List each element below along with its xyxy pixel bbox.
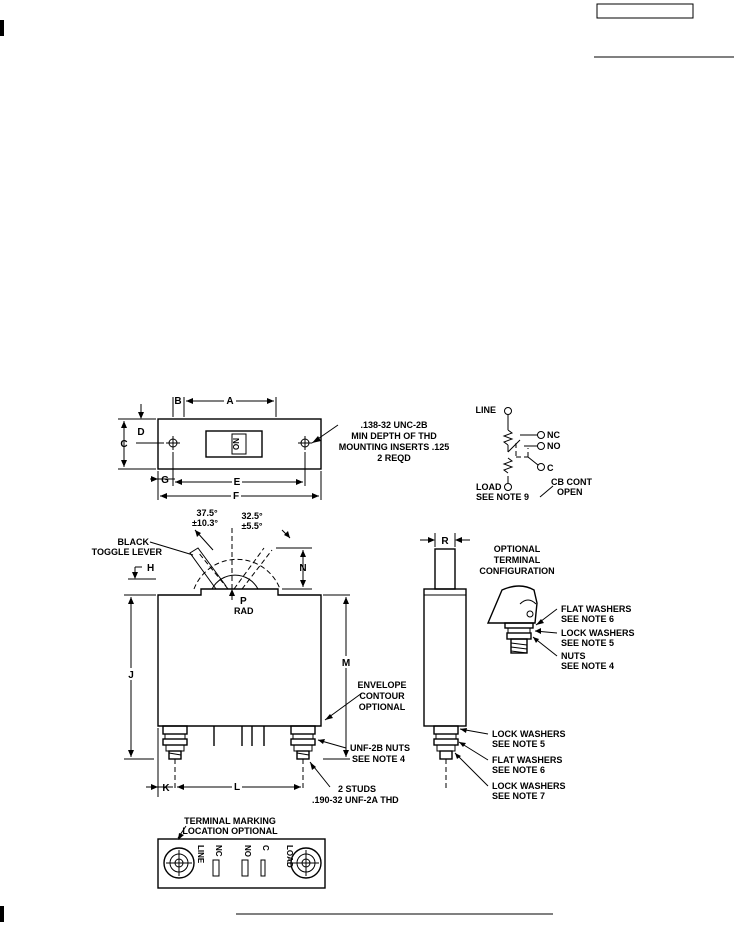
dim-a: A <box>226 396 233 407</box>
dim-h: H <box>147 563 154 574</box>
dim-r: R <box>441 536 449 547</box>
label-top-flat-washers: FLAT WASHERS <box>561 604 631 614</box>
page-margin-mark-top <box>0 20 4 36</box>
bottom-view: TERMINAL MARKING LOCATION OPTIONAL LINE … <box>157 816 326 889</box>
schematic-cb-cont: CB CONT <box>551 477 592 487</box>
svg-text:.138-32 UNC-2B: .138-32 UNC-2B <box>360 420 428 430</box>
label-studs: 2 STUDS <box>338 784 376 794</box>
svg-text:SEE NOTE 5: SEE NOTE 5 <box>561 638 614 648</box>
dim-j: J <box>128 670 134 681</box>
label-side-flat-washers: FLAT WASHERS <box>492 755 562 765</box>
label-optional: OPTIONAL <box>359 702 406 712</box>
svg-text:SEE NOTE 4: SEE NOTE 4 <box>561 661 614 671</box>
schematic-c: C <box>547 463 554 473</box>
dim-k: K <box>162 783 170 794</box>
label-rad: RAD <box>234 606 254 616</box>
dim-g: G <box>161 475 169 486</box>
label-terminal-location: LOCATION OPTIONAL <box>182 826 278 836</box>
optional-terminal: OPTIONAL TERMINAL CONFIGURATION FLAT WAS… <box>479 544 634 671</box>
label-side-lock-washers-b: LOCK WASHERS <box>492 781 566 791</box>
label-unf-nuts-note: SEE NOTE 4 <box>352 754 405 764</box>
schematic-line: LINE <box>475 405 496 415</box>
angle-left: 37.5° <box>196 508 218 518</box>
svg-text:TERMINAL: TERMINAL <box>494 555 541 565</box>
terminal-nc: NC <box>214 845 223 857</box>
terminal-no: NO <box>243 845 252 857</box>
terminal-c: C <box>261 845 270 851</box>
header-box <box>596 3 694 19</box>
label-black: BLACK <box>118 537 150 547</box>
svg-text:CONFIGURATION: CONFIGURATION <box>479 566 554 576</box>
svg-text:SEE NOTE 7: SEE NOTE 7 <box>492 791 545 801</box>
svg-text:SEE NOTE 5: SEE NOTE 5 <box>492 739 545 749</box>
terminal-load: LOAD <box>285 845 294 868</box>
dim-b: B <box>174 396 181 407</box>
svg-text:2 REQD: 2 REQD <box>377 453 411 463</box>
front-view: 37.5° ±10.3° 32.5° ±5.5° BLACK TOGGLE LE… <box>92 508 410 805</box>
dim-d: D <box>137 427 144 438</box>
dim-p: P <box>240 596 247 607</box>
schematic-see-note: SEE NOTE 9 <box>476 492 529 502</box>
svg-text:SEE NOTE 6: SEE NOTE 6 <box>561 614 614 624</box>
schematic-nc: NC <box>547 430 560 440</box>
schematic-no: NO <box>547 441 561 451</box>
label-nuts: NUTS <box>561 651 586 661</box>
dim-m: M <box>342 658 350 669</box>
schematic-open: OPEN <box>557 487 583 497</box>
svg-text:MOUNTING INSERTS .125: MOUNTING INSERTS .125 <box>339 442 450 452</box>
label-terminal-marking: TERMINAL MARKING <box>184 816 276 826</box>
dim-l: L <box>234 782 240 793</box>
terminal-line: LINE <box>196 845 205 864</box>
label-unf-nuts: UNF-2B NUTS <box>350 743 410 753</box>
schematic-load: LOAD <box>476 482 502 492</box>
on-label: ON <box>232 438 241 450</box>
label-envelope: ENVELOPE <box>357 680 406 690</box>
label-top-lock-washers: LOCK WASHERS <box>561 628 635 638</box>
page-margin-mark-bottom <box>0 906 4 922</box>
top-view: ON A B C D <box>118 395 339 502</box>
svg-text:SEE NOTE 6: SEE NOTE 6 <box>492 765 545 775</box>
svg-text:MIN DEPTH OF THD: MIN DEPTH OF THD <box>351 431 437 441</box>
label-toggle-lever: TOGGLE LEVER <box>92 547 163 557</box>
insert-callout: .138-32 UNC-2B MIN DEPTH OF THD MOUNTING… <box>339 420 450 463</box>
dim-f: F <box>233 491 239 502</box>
label-studs-thread: .190-32 UNF-2A THD <box>312 795 399 805</box>
side-view: R LOCK WASHERS SEE NOTE 5 FLAT WASHERS S… <box>420 533 566 801</box>
angle-right-tol: ±5.5° <box>241 521 262 531</box>
dim-c: C <box>120 439 127 450</box>
angle-left-tol: ±10.3° <box>192 518 218 528</box>
label-contour: CONTOUR <box>359 691 405 701</box>
dim-n: N <box>299 563 306 574</box>
angle-right: 32.5° <box>241 511 263 521</box>
schematic: LINE NC NO C LOAD SEE NOTE 9 CB CONT OPE… <box>475 405 592 502</box>
label-side-lock-washers: LOCK WASHERS <box>492 729 566 739</box>
svg-text:OPTIONAL: OPTIONAL <box>494 544 541 554</box>
dim-e: E <box>234 477 241 488</box>
